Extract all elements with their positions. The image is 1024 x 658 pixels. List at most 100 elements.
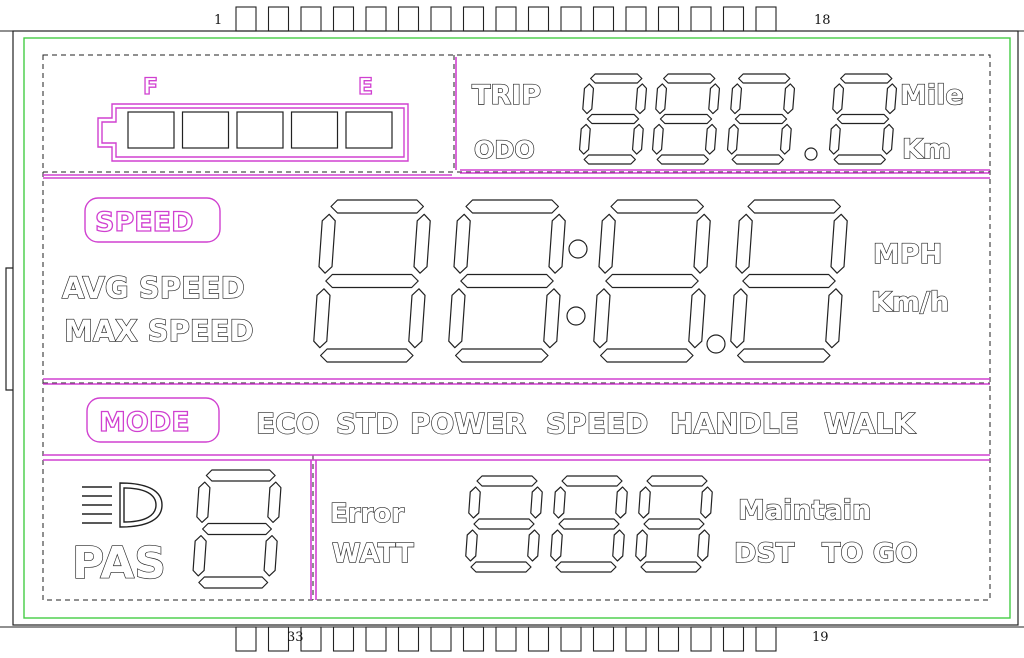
bottom-pin: [462, 626, 485, 652]
segment-a: [646, 475, 708, 487]
segment-g: [325, 273, 419, 289]
top-pin: [365, 6, 387, 32]
segment-e: [651, 123, 664, 155]
speed-decimal-point: [706, 334, 726, 354]
bottom-pin: [527, 626, 550, 652]
segment-c: [527, 529, 540, 562]
maintain-label: Maintain: [738, 495, 871, 526]
speed-colon-lower: [566, 306, 586, 326]
segment-f: [655, 83, 668, 115]
segment-a: [663, 73, 716, 84]
segment-g: [643, 518, 705, 530]
segment-e: [448, 288, 466, 349]
trip-decimal-point: [804, 147, 818, 161]
unit-mph: MPH: [873, 239, 942, 270]
segment-g: [460, 273, 554, 289]
battery-cell: [345, 111, 393, 149]
bottom-pin: [625, 626, 647, 652]
segment-b: [413, 213, 431, 274]
pin-label-18: 18: [814, 13, 831, 28]
battery-cell: [181, 111, 230, 149]
segment-d: [731, 154, 784, 165]
top-pin: [462, 6, 485, 32]
segment-b: [693, 213, 711, 274]
unit-km: Km: [902, 134, 951, 165]
segment-c: [881, 123, 894, 155]
segment-c: [779, 123, 792, 155]
segment-b: [700, 486, 713, 519]
segment-d: [555, 561, 617, 573]
trip-label: TRIP: [472, 80, 541, 111]
pin-label-33: 33: [287, 630, 304, 645]
top-pin-row: [235, 6, 777, 32]
mode-handle: HANDLE: [670, 407, 799, 440]
top-pin: [495, 6, 517, 32]
segment-g: [558, 518, 620, 530]
segment-b: [885, 83, 898, 115]
segment-e: [313, 288, 331, 349]
segment-b: [783, 83, 796, 115]
max-speed-label: MAX SPEED: [64, 314, 254, 348]
segment-c: [263, 534, 278, 577]
bottom-pin: [332, 626, 355, 652]
segment-d: [833, 154, 886, 165]
segment-b: [708, 83, 721, 115]
speed-badge: SPEED: [95, 207, 194, 238]
segment-f: [318, 213, 336, 274]
mode-badge-frame: [86, 397, 220, 443]
pin-label-1: 1: [214, 13, 222, 28]
segment-d: [640, 561, 702, 573]
segment-g: [202, 522, 272, 536]
top-pin: [300, 6, 322, 32]
segment-f: [832, 83, 845, 115]
segment-c: [631, 123, 644, 155]
segment-e: [465, 529, 478, 562]
segment-f: [553, 486, 566, 519]
segment-b: [635, 83, 648, 115]
togo-label: TO GO: [822, 538, 918, 569]
segment-d: [319, 348, 414, 363]
bottom-pin-row: [235, 626, 777, 652]
top-pin: [592, 6, 615, 32]
segment-c: [612, 529, 625, 562]
headlight-icon: [82, 482, 163, 528]
bottom-pin: [300, 626, 322, 652]
segment-g: [836, 113, 890, 125]
battery-cell: [236, 111, 284, 149]
bottom-pin: [430, 626, 452, 652]
segment-d: [470, 561, 532, 573]
segment-a: [840, 73, 893, 84]
segment-e: [726, 123, 739, 155]
segment-d: [656, 154, 709, 165]
segment-f: [196, 481, 211, 524]
segment-a: [747, 199, 842, 214]
odo-label: ODO: [474, 136, 535, 164]
bottom-pin: [495, 626, 517, 652]
battery-cells: [127, 111, 393, 149]
bottom-pin: [267, 626, 290, 652]
segment-d: [198, 576, 269, 589]
segment-g: [742, 273, 836, 289]
segment-b: [530, 486, 543, 519]
trip-digit: [828, 73, 898, 165]
battery-cell: [290, 111, 339, 149]
segment-c: [688, 288, 706, 349]
segment-c: [697, 529, 710, 562]
top-pin: [657, 6, 680, 32]
segment-b: [615, 486, 628, 519]
unit-kmh: Km/h: [871, 287, 949, 318]
segment-a: [561, 475, 623, 487]
speed-badge-frame: [84, 197, 221, 243]
segment-b: [548, 213, 566, 274]
top-pin: [332, 6, 355, 32]
mode-std: STD: [336, 407, 399, 440]
segment-c: [825, 288, 843, 349]
bottom-pin: [235, 626, 257, 652]
speed-digit: [593, 199, 711, 363]
segment-d: [583, 154, 636, 165]
segment-a: [476, 475, 538, 487]
top-pin: [235, 6, 257, 32]
viewing-area-outline: [23, 37, 1011, 619]
bottom-pin: [755, 626, 777, 652]
